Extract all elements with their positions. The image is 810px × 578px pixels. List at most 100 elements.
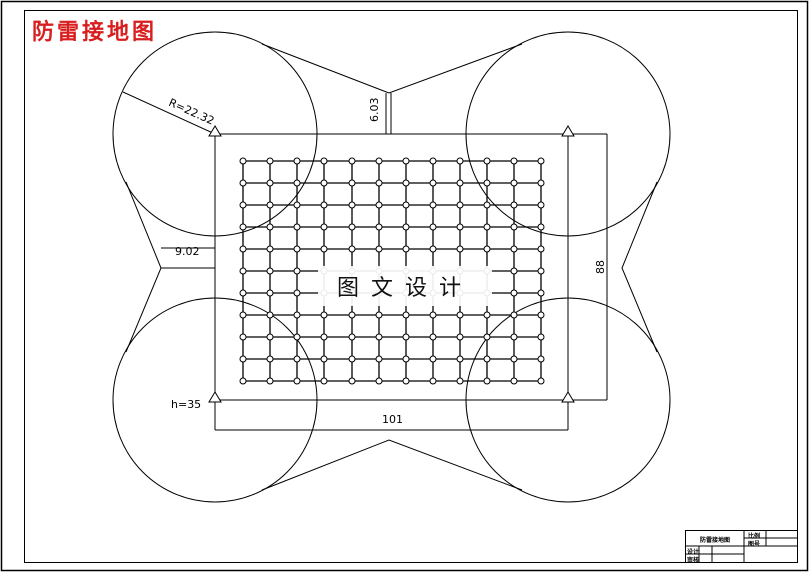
grid-node — [402, 201, 410, 209]
grid-node — [537, 157, 545, 165]
depth-label: 88 — [594, 260, 607, 274]
grid-node — [510, 377, 518, 385]
title-block-designer: 设计 — [687, 549, 700, 556]
drawing-title: 防雷接地图 — [32, 19, 158, 45]
grid-node — [266, 245, 274, 253]
grid-node — [456, 201, 464, 209]
grid-node — [293, 157, 301, 165]
grid-node — [375, 333, 383, 341]
grid-node — [375, 223, 383, 231]
grid-node — [510, 311, 518, 319]
grid-node — [537, 333, 545, 341]
grid-node — [429, 377, 437, 385]
grid-node — [348, 333, 356, 341]
grid-node — [537, 245, 545, 253]
grid-node — [510, 245, 518, 253]
grid-node — [402, 377, 410, 385]
grid-node — [320, 157, 328, 165]
grid-node — [320, 201, 328, 209]
grid-node — [537, 267, 545, 275]
grid-node — [483, 157, 491, 165]
grid-node — [537, 377, 545, 385]
grid-node — [429, 201, 437, 209]
grid-node — [483, 201, 491, 209]
title-block-name: 防雷接地图 — [700, 537, 731, 544]
title-block — [685, 530, 798, 563]
grid-node — [510, 333, 518, 341]
grid-node — [537, 201, 545, 209]
grid-node — [429, 157, 437, 165]
grid-node — [429, 179, 437, 187]
lightning-rod-icon — [561, 125, 575, 137]
grid-node — [293, 267, 301, 275]
grid-node — [537, 311, 545, 319]
grid-node — [510, 201, 518, 209]
grid-node — [266, 377, 274, 385]
grid-node — [483, 223, 491, 231]
grid-node — [239, 179, 247, 187]
grid-node — [537, 179, 545, 187]
grid-node — [456, 377, 464, 385]
grid-node — [293, 355, 301, 363]
grid-node — [510, 289, 518, 297]
grid-node — [239, 267, 247, 275]
grid-node — [483, 245, 491, 253]
grid-node — [402, 245, 410, 253]
grid-node — [320, 245, 328, 253]
grid-node — [239, 377, 247, 385]
grid-node — [402, 311, 410, 319]
grid-node — [510, 179, 518, 187]
grid-node — [402, 333, 410, 341]
grid-node — [320, 355, 328, 363]
grid-node — [402, 157, 410, 165]
grid-node — [239, 223, 247, 231]
grid-node — [293, 223, 301, 231]
title-block-checker: 审核 — [687, 557, 700, 564]
grid-node — [239, 245, 247, 253]
grid-node — [293, 201, 301, 209]
grid-node — [266, 333, 274, 341]
grid-node — [293, 311, 301, 319]
grid-node — [239, 355, 247, 363]
grid-node — [239, 201, 247, 209]
grid-node — [293, 333, 301, 341]
grid-node — [348, 245, 356, 253]
grid-node — [320, 223, 328, 231]
grid-node — [456, 157, 464, 165]
grid-node — [537, 223, 545, 231]
grid-node — [266, 179, 274, 187]
grid-node — [429, 245, 437, 253]
grid-node — [456, 355, 464, 363]
grid-node — [483, 179, 491, 187]
lightning-rods — [208, 125, 575, 403]
grid-node — [375, 157, 383, 165]
grid-node — [456, 333, 464, 341]
grid-node — [239, 333, 247, 341]
grid-node — [348, 311, 356, 319]
grid-node — [320, 333, 328, 341]
radius-line — [122, 91, 216, 135]
grid-node — [510, 355, 518, 363]
grid-node — [348, 157, 356, 165]
building-outline — [214, 133, 608, 431]
grid-node — [348, 201, 356, 209]
grid-node — [456, 179, 464, 187]
grid-node — [293, 377, 301, 385]
grid-node — [239, 289, 247, 297]
grid-node — [348, 223, 356, 231]
grid-node — [348, 377, 356, 385]
lightning-rod-icon — [208, 391, 222, 403]
top-gap-label: 6.03 — [368, 97, 381, 123]
grid-node — [483, 377, 491, 385]
grid-node — [266, 157, 274, 165]
grid-node — [293, 179, 301, 187]
grid-node — [320, 311, 328, 319]
grid-node — [348, 179, 356, 187]
grid-node — [456, 245, 464, 253]
grid-node — [483, 333, 491, 341]
grid-node — [429, 223, 437, 231]
grid-node — [456, 223, 464, 231]
grid-node — [266, 201, 274, 209]
grid-node — [483, 355, 491, 363]
